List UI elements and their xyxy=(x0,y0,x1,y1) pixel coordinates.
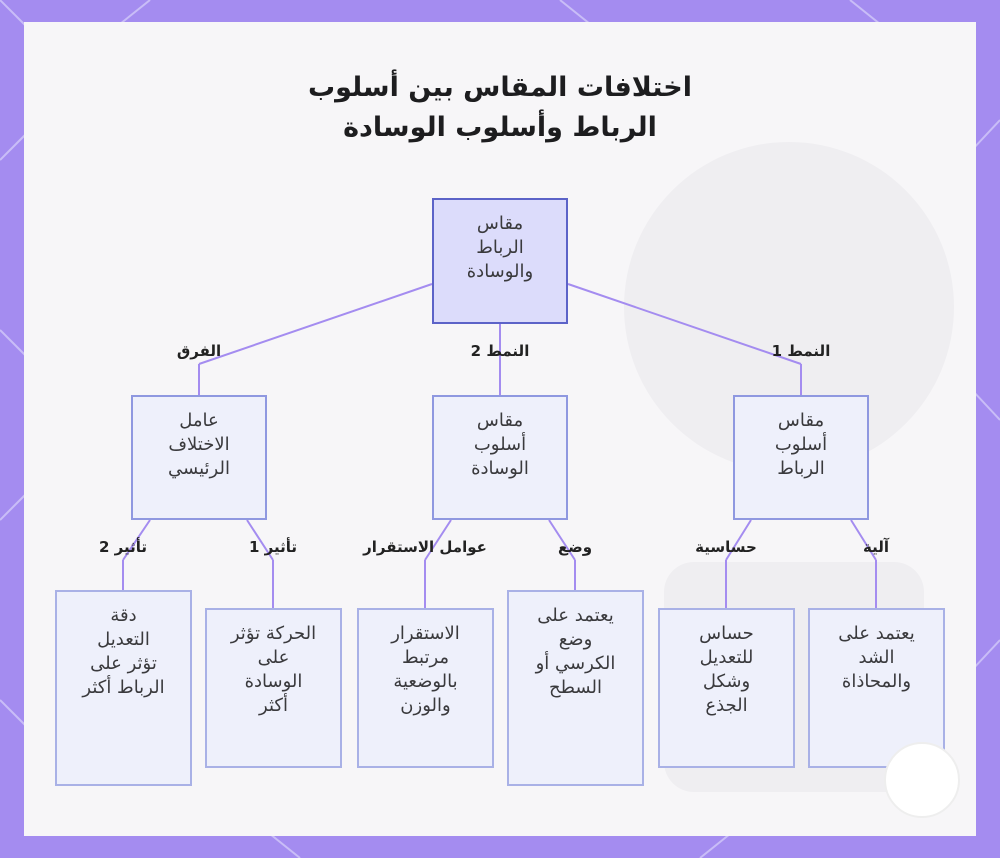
edge-strap-to-mechanism xyxy=(850,519,877,561)
edge-label-effect-2: تأثير 2 xyxy=(98,538,148,556)
edge-strap-to-sensitivity xyxy=(725,519,752,561)
corner-logo-badge xyxy=(884,742,960,818)
title-line-2: الرباط وأسلوب الوسادة xyxy=(343,112,657,143)
edge-label-stability-factors: عوامل الاستقرار xyxy=(363,538,487,556)
edge-label-difference: الفرق xyxy=(176,342,222,360)
edge-factor-to-effect-1 xyxy=(246,519,274,561)
title-line-1: اختلافات المقاس بين أسلوب xyxy=(307,72,693,103)
edge-cushion-to-stability xyxy=(424,519,452,561)
edge-label-position: وضع xyxy=(557,538,593,556)
edge-label-pattern-1: النمط 1 xyxy=(771,342,831,360)
edge-label-pattern-2: النمط 2 xyxy=(470,342,530,360)
edge-root-to-key-factor xyxy=(198,283,433,365)
edge-label-sensitivity: حساسية xyxy=(695,538,757,556)
edge-label-mechanism: آلية xyxy=(863,538,889,556)
edge-root-to-strap xyxy=(567,283,802,365)
edge-label-effect-1: تأثير 1 xyxy=(248,538,298,556)
diagram-title: اختلافات المقاس بين أسلوب الرباط وأسلوب … xyxy=(0,68,1000,148)
edge-factor-to-effect-2 xyxy=(122,519,151,561)
edge-cushion-to-position xyxy=(548,519,576,561)
